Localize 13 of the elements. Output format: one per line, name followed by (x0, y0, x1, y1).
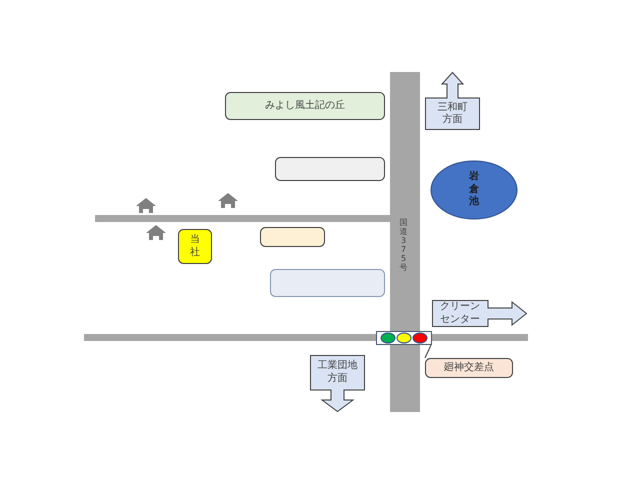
company-box: 当社 (178, 229, 212, 264)
traffic-light-drawing (376, 331, 432, 345)
pond-ellipse: 岩倉池 (430, 160, 518, 220)
direction-arrow-box: クリーンセンター (432, 300, 527, 327)
callout-box: 廻神交差点 (425, 358, 513, 378)
place-box (260, 227, 325, 247)
road-name: 国道375号 (399, 218, 408, 272)
direction-arrow-box: 三和町方面 (425, 72, 480, 130)
leader-line (424, 344, 432, 358)
place-box (275, 157, 385, 181)
place-box (270, 269, 385, 297)
direction-arrow-box: 工業団地方面 (310, 355, 365, 412)
place-box: みよし風土記の丘 (225, 92, 385, 120)
